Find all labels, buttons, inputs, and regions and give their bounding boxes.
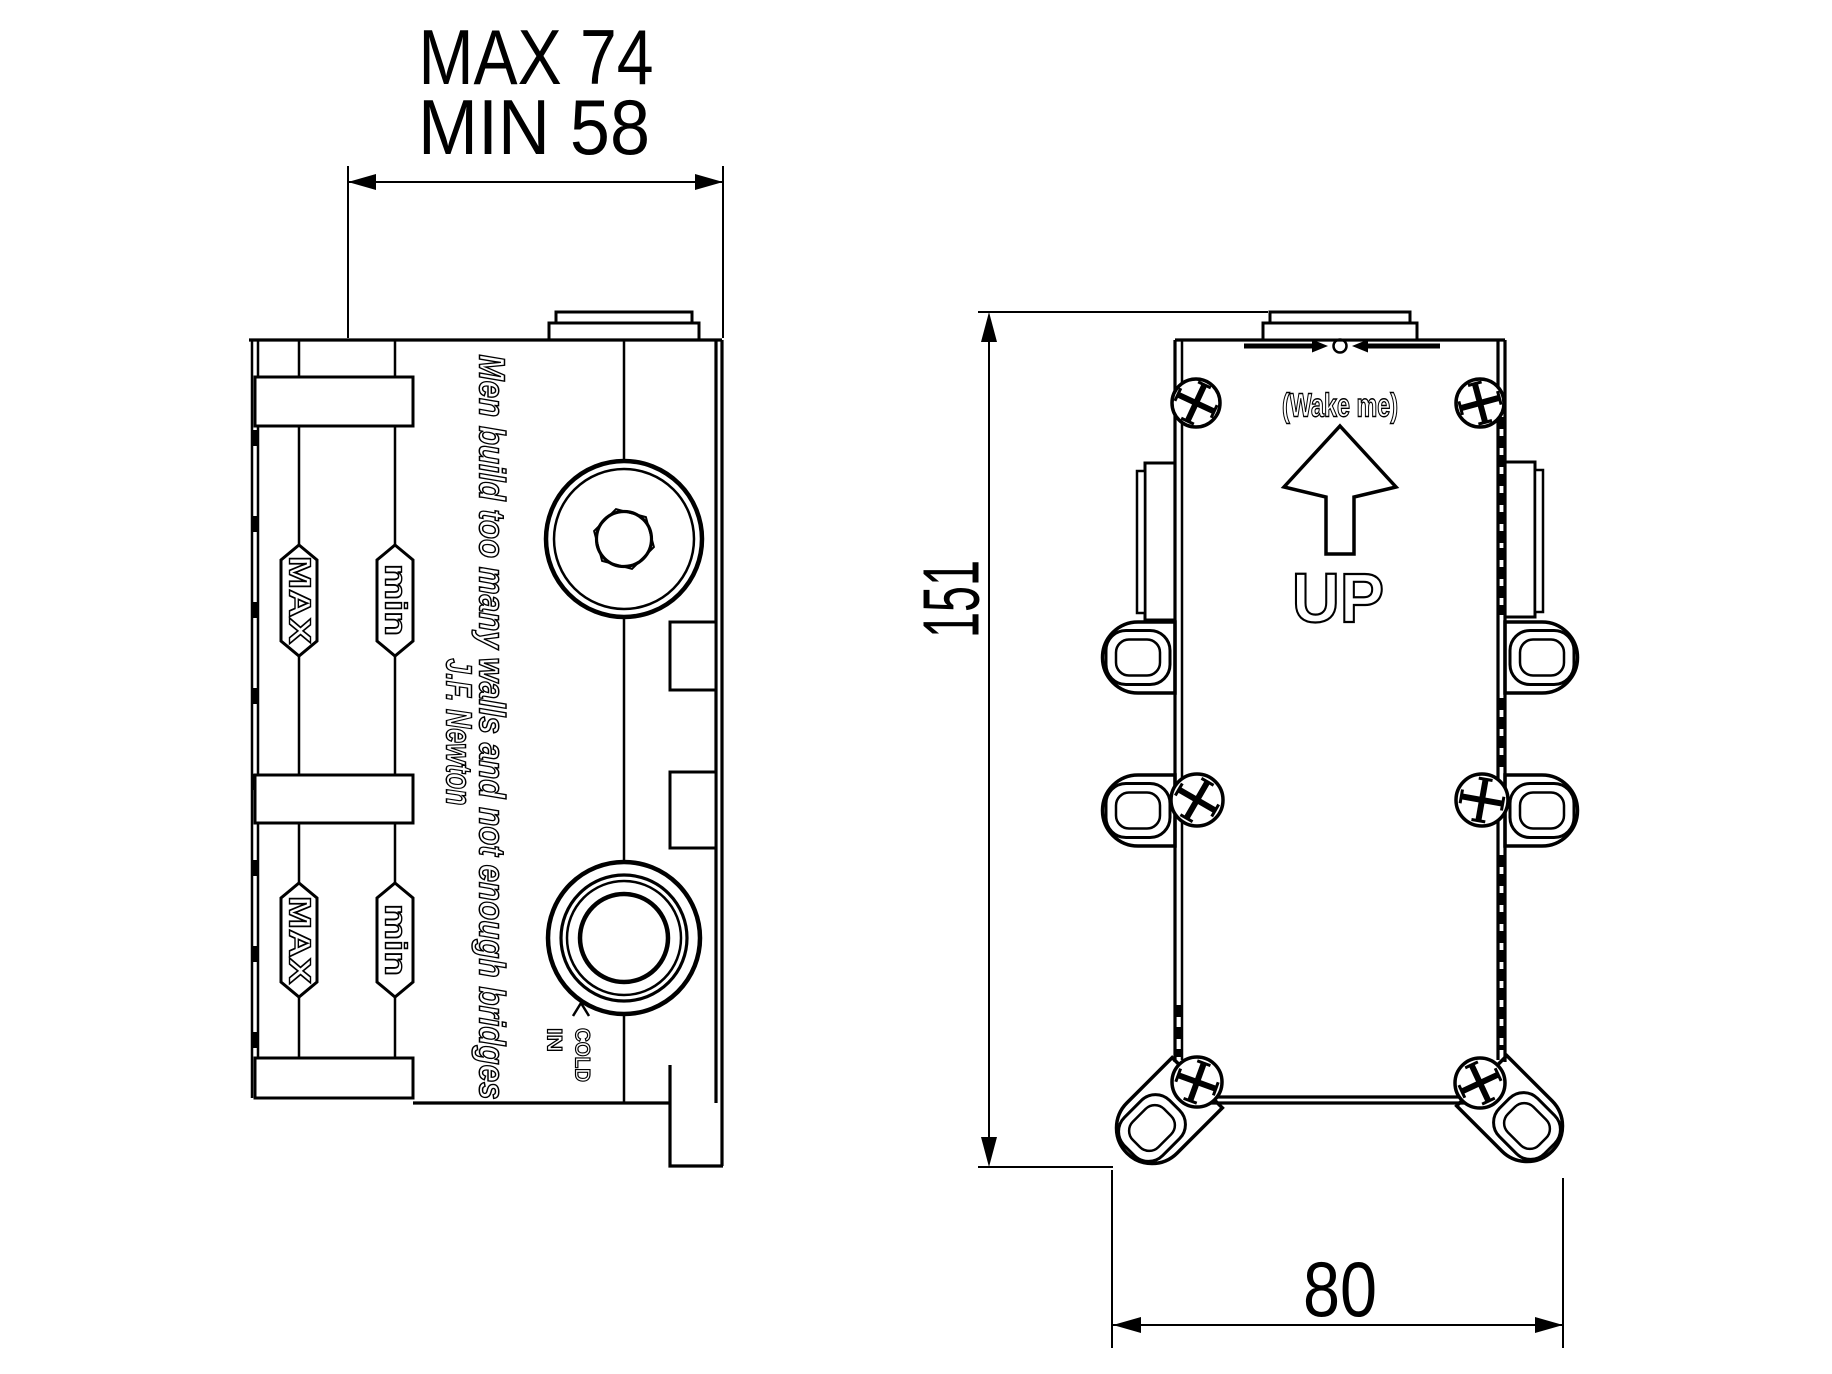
- up-arrow-icon: [1280, 423, 1400, 556]
- clamp-bar: [253, 375, 415, 428]
- bottom-foot: [668, 1065, 723, 1168]
- min-pointer-label: min: [379, 564, 414, 636]
- hex-socket-icon: [592, 507, 656, 571]
- max-pointer-label: MAX: [283, 556, 318, 644]
- phillips-screw-icon: [1170, 377, 1222, 429]
- height-dimension: 151: [907, 311, 1268, 1168]
- depth-min-text: MIN 58: [418, 83, 650, 171]
- side-flange-step: [1135, 469, 1147, 615]
- phillips-screw-icon: [1170, 1055, 1224, 1109]
- pilot-hole-detail: [1244, 338, 1440, 354]
- arrow-left-icon: [1352, 339, 1368, 353]
- arrowhead-right-icon: [1535, 1317, 1563, 1333]
- phillips-screw-icon: [1169, 772, 1225, 828]
- depth-dimension: MAX 74 MIN 58: [347, 13, 724, 338]
- arrowhead-left-icon: [1113, 1317, 1141, 1333]
- arrowhead-left-icon: [348, 174, 376, 190]
- side-flange: [1503, 460, 1537, 619]
- cold-flow-arrow-icon: [571, 1000, 591, 1017]
- arrowhead-down-icon: [981, 1137, 997, 1167]
- side-flange-step: [1533, 468, 1545, 614]
- mounting-lug: [1503, 620, 1580, 695]
- phillips-screw-icon: [1453, 1056, 1507, 1110]
- max-pointer-label: MAX: [283, 896, 318, 984]
- clamp-bar: [253, 773, 415, 825]
- side-flange: [1143, 461, 1177, 622]
- side-tab: [668, 770, 718, 850]
- side-tab: [668, 620, 718, 692]
- min-pointer: min: [375, 881, 415, 999]
- width-text: 80: [1303, 1245, 1377, 1333]
- top-boss-step: [1268, 310, 1412, 325]
- phillips-screw-icon: [1454, 377, 1506, 429]
- cold-in-label: IN: [543, 1028, 566, 1052]
- cold-inlet-port: [545, 859, 703, 1017]
- arrowhead-up-icon: [981, 312, 997, 342]
- clamp-bar: [253, 1056, 415, 1100]
- width-dimension: 80: [1111, 1170, 1564, 1348]
- top-boss-step: [554, 310, 694, 325]
- max-pointer: MAX: [279, 543, 319, 658]
- pilot-hole: [1332, 338, 1348, 354]
- mounting-lug: [1100, 773, 1177, 848]
- wake-me-label: (Wake me): [1282, 387, 1398, 424]
- phillips-screw-icon: [1454, 772, 1510, 828]
- height-text: 151: [907, 560, 996, 638]
- engraving-author: J.F. Newton: [439, 659, 480, 806]
- arrow-right-icon: [1312, 339, 1328, 353]
- top-boss: [547, 321, 701, 342]
- max-pointer: MAX: [279, 881, 319, 999]
- cold-label: COLD: [571, 1028, 594, 1082]
- hex-socket-port: [543, 458, 705, 620]
- front-view: (Wake me) UP: [907, 310, 1580, 1348]
- engraving-quote: Men build too many walls and not enough …: [472, 355, 513, 1100]
- arrowhead-right-icon: [695, 174, 723, 190]
- mounting-lug: [1503, 773, 1580, 848]
- depth-max-text: MAX 74: [419, 13, 654, 101]
- mounting-lug: [1100, 620, 1177, 695]
- top-boss: [1261, 321, 1419, 342]
- min-pointer: min: [375, 543, 415, 658]
- up-label: UP: [1292, 559, 1384, 637]
- side-view: MAX 74 MIN 58: [249, 13, 724, 1168]
- min-pointer-label: min: [379, 904, 414, 976]
